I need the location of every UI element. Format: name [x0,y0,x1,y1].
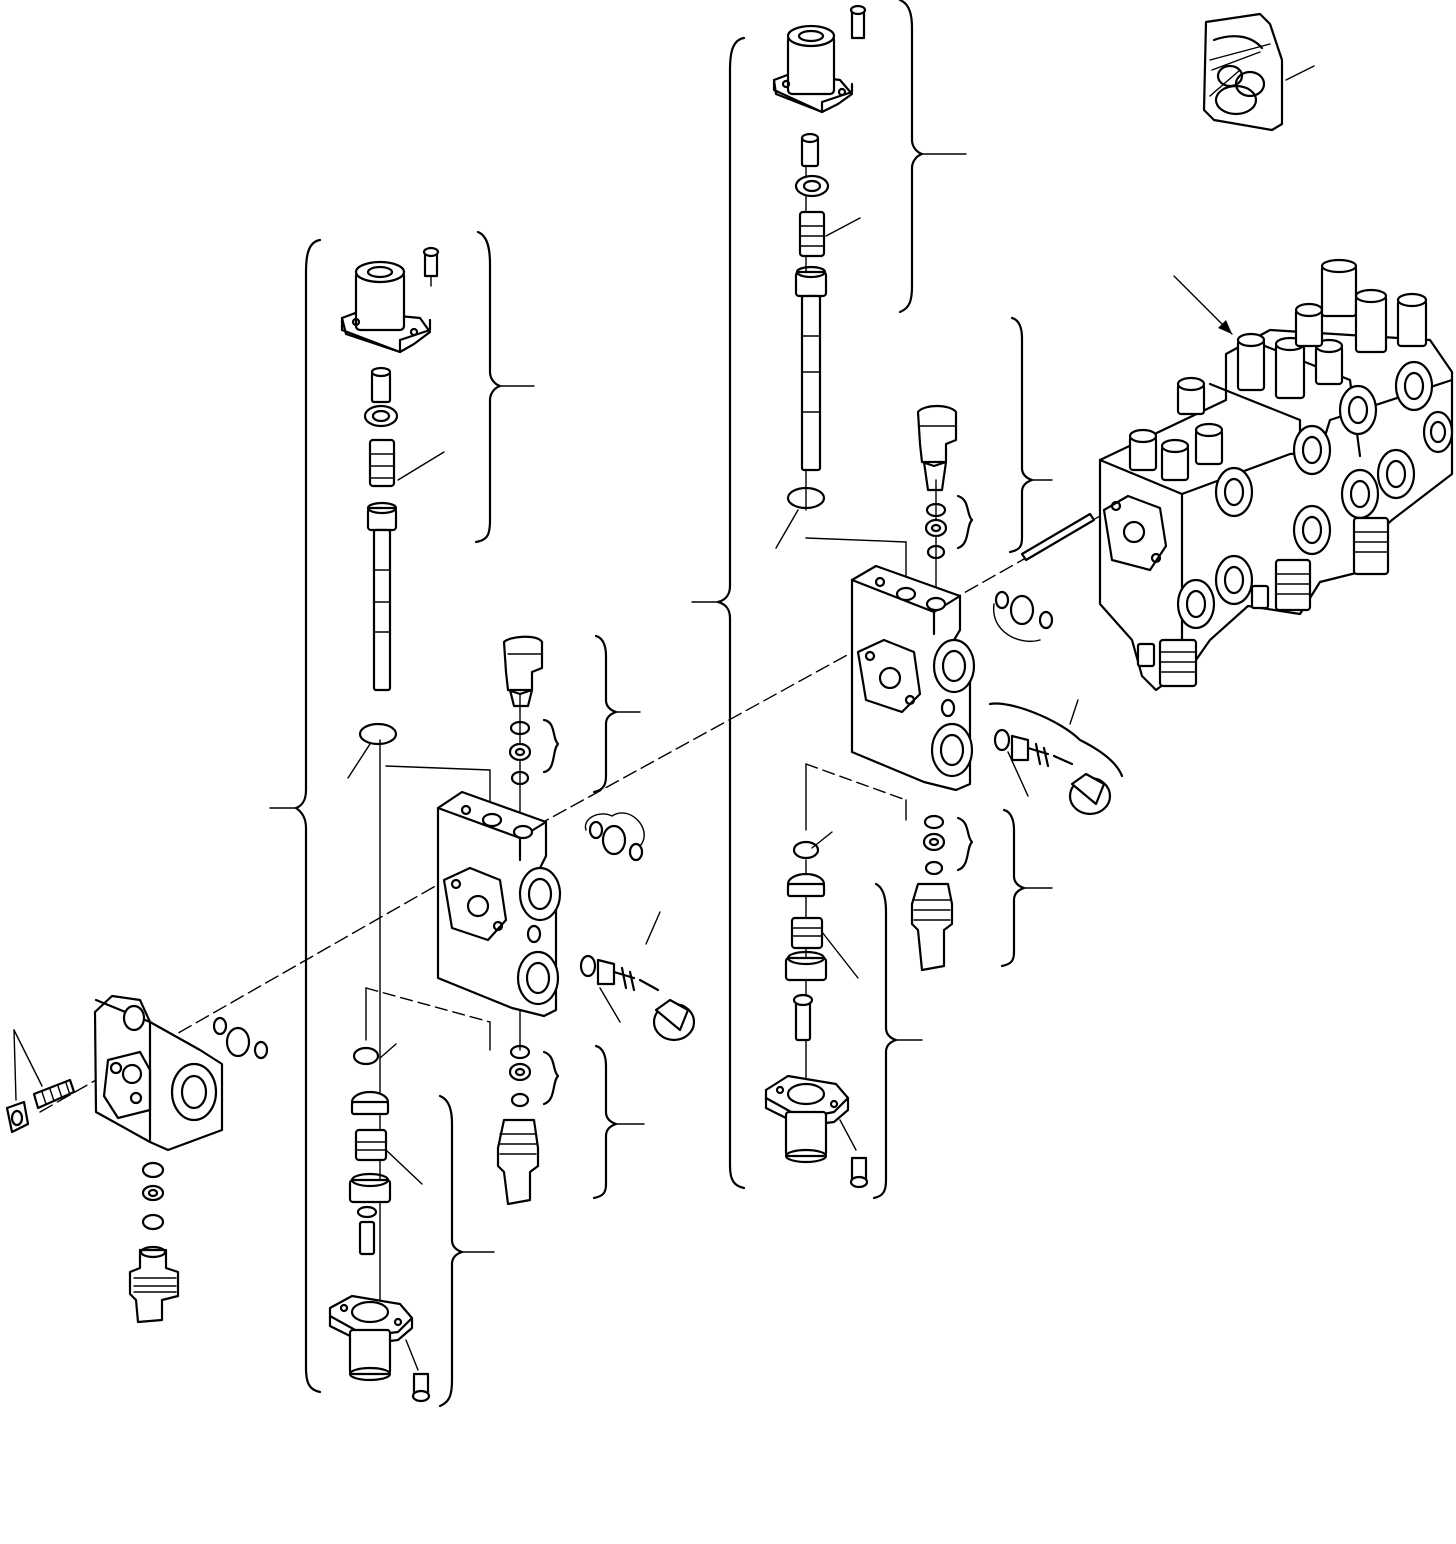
complete-valve-bank [1020,258,1454,692]
left-body-o-rings [584,812,645,862]
left-valve-body [436,790,562,1018]
inlet-section [5,994,269,1324]
left-check-valve [579,954,696,1042]
seal-kit-packet [1202,12,1284,132]
left-spool-section [328,246,696,1403]
right-port-relief-valve [916,404,974,560]
right-lower-spring-stack [784,840,828,1042]
inlet-relief-valve-stack [128,1161,180,1324]
left-lower-cap-assembly [328,1294,431,1403]
right-lower-relief-valve [910,814,974,972]
tie-bolt-nut [5,1029,76,1134]
left-lower-relief-valve [496,1044,560,1206]
right-lower-cap-assembly [764,1074,869,1189]
right-check-valve [988,702,1124,816]
inlet-cover-body [93,994,224,1152]
right-valve-body [850,564,976,792]
left-port-relief-valve [502,635,560,786]
left-lower-spring-stack [348,1046,392,1256]
inlet-o-rings [212,1016,269,1060]
callout-leaders [269,65,1315,1253]
right-spool-cap-assembly [772,4,867,114]
right-spool-section [764,4,1124,1189]
left-spool-cap-assembly [340,246,440,354]
right-body-o-rings [993,590,1054,642]
left-spool-stack [358,366,399,746]
right-spool-stack [786,132,830,510]
